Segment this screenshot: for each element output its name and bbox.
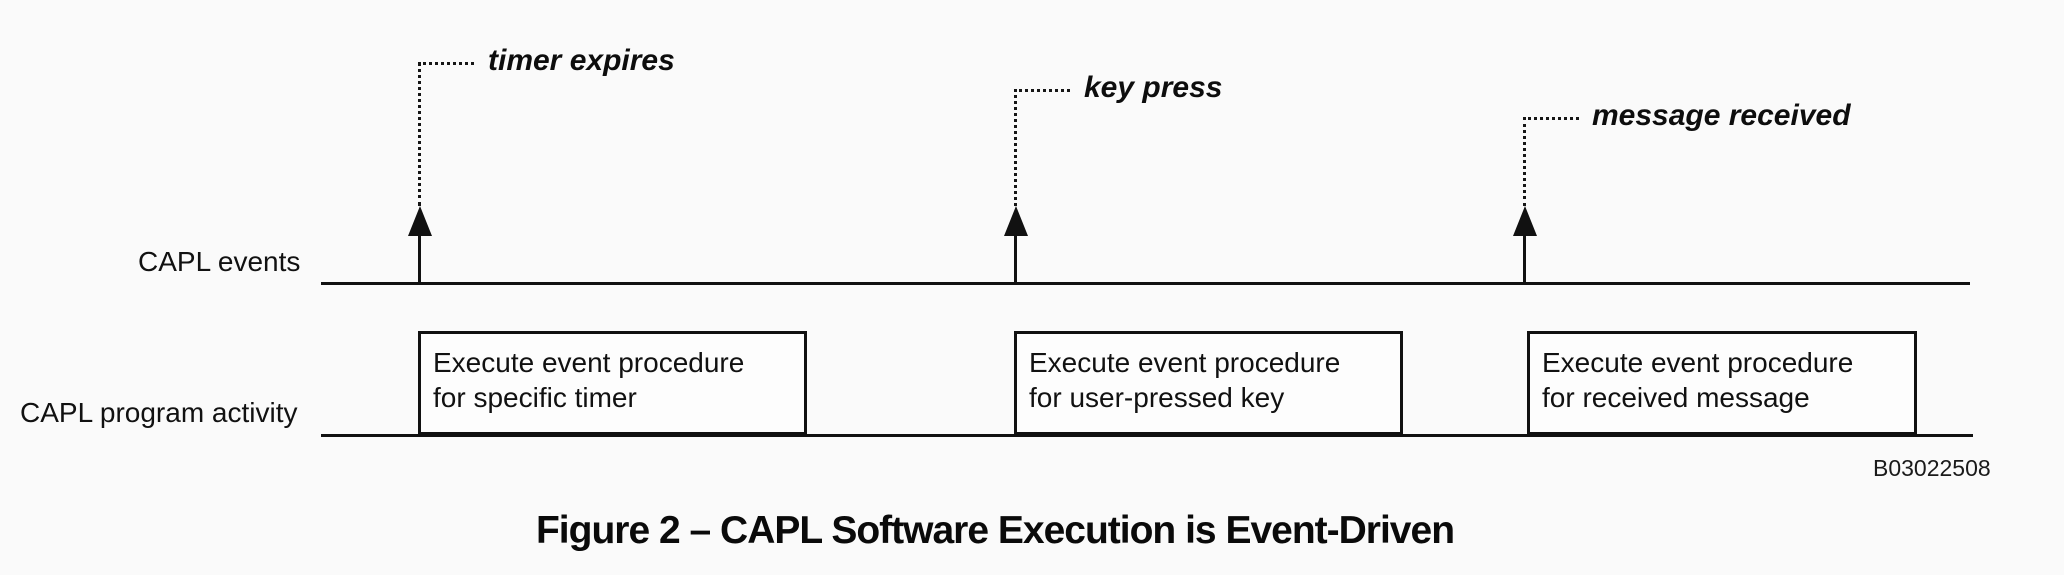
procedure-box-received-message: Execute event procedure for received mes…: [1527, 331, 1917, 435]
procedure-box-line1: Execute event procedure: [1542, 347, 1854, 378]
up-arrow-icon: [1004, 206, 1028, 236]
dotted-connector-horizontal: [1014, 89, 1070, 92]
up-arrow-shaft: [1014, 232, 1017, 284]
event-label-key-press: key press: [1084, 71, 1223, 104]
procedure-box-line2: for received message: [1542, 382, 1810, 413]
procedure-box-specific-timer: Execute event procedure for specific tim…: [418, 331, 807, 435]
figure-part-number: B03022508: [1873, 455, 1991, 481]
event-label-timer-expires: timer expires: [488, 44, 675, 77]
dotted-connector-vertical: [1523, 117, 1526, 206]
dotted-connector-vertical: [418, 62, 421, 206]
capl-program-activity-row-label: CAPL program activity: [20, 397, 298, 428]
capl-program-activity-timeline: [321, 434, 1973, 437]
up-arrow-shaft: [418, 232, 421, 284]
dotted-connector-vertical: [1014, 89, 1017, 206]
figure-caption: Figure 2 – CAPL Software Execution is Ev…: [535, 509, 1455, 552]
up-arrow-icon: [408, 206, 432, 236]
procedure-box-user-pressed-key: Execute event procedure for user-pressed…: [1014, 331, 1403, 435]
event-label-message-received: message received: [1592, 99, 1851, 132]
procedure-box-line1: Execute event procedure: [433, 347, 745, 378]
procedure-box-line2: for user-pressed key: [1029, 382, 1285, 413]
dotted-connector-horizontal: [418, 62, 474, 65]
up-arrow-shaft: [1523, 232, 1526, 284]
figure-caption-container: Figure 2 – CAPL Software Execution is Ev…: [0, 509, 1990, 553]
dotted-connector-horizontal: [1523, 117, 1579, 120]
capl-events-timeline: [321, 282, 1970, 285]
capl-events-row-label: CAPL events: [138, 246, 301, 277]
up-arrow-icon: [1513, 206, 1537, 236]
procedure-box-line1: Execute event procedure: [1029, 347, 1341, 378]
procedure-box-line2: for specific timer: [433, 382, 637, 413]
